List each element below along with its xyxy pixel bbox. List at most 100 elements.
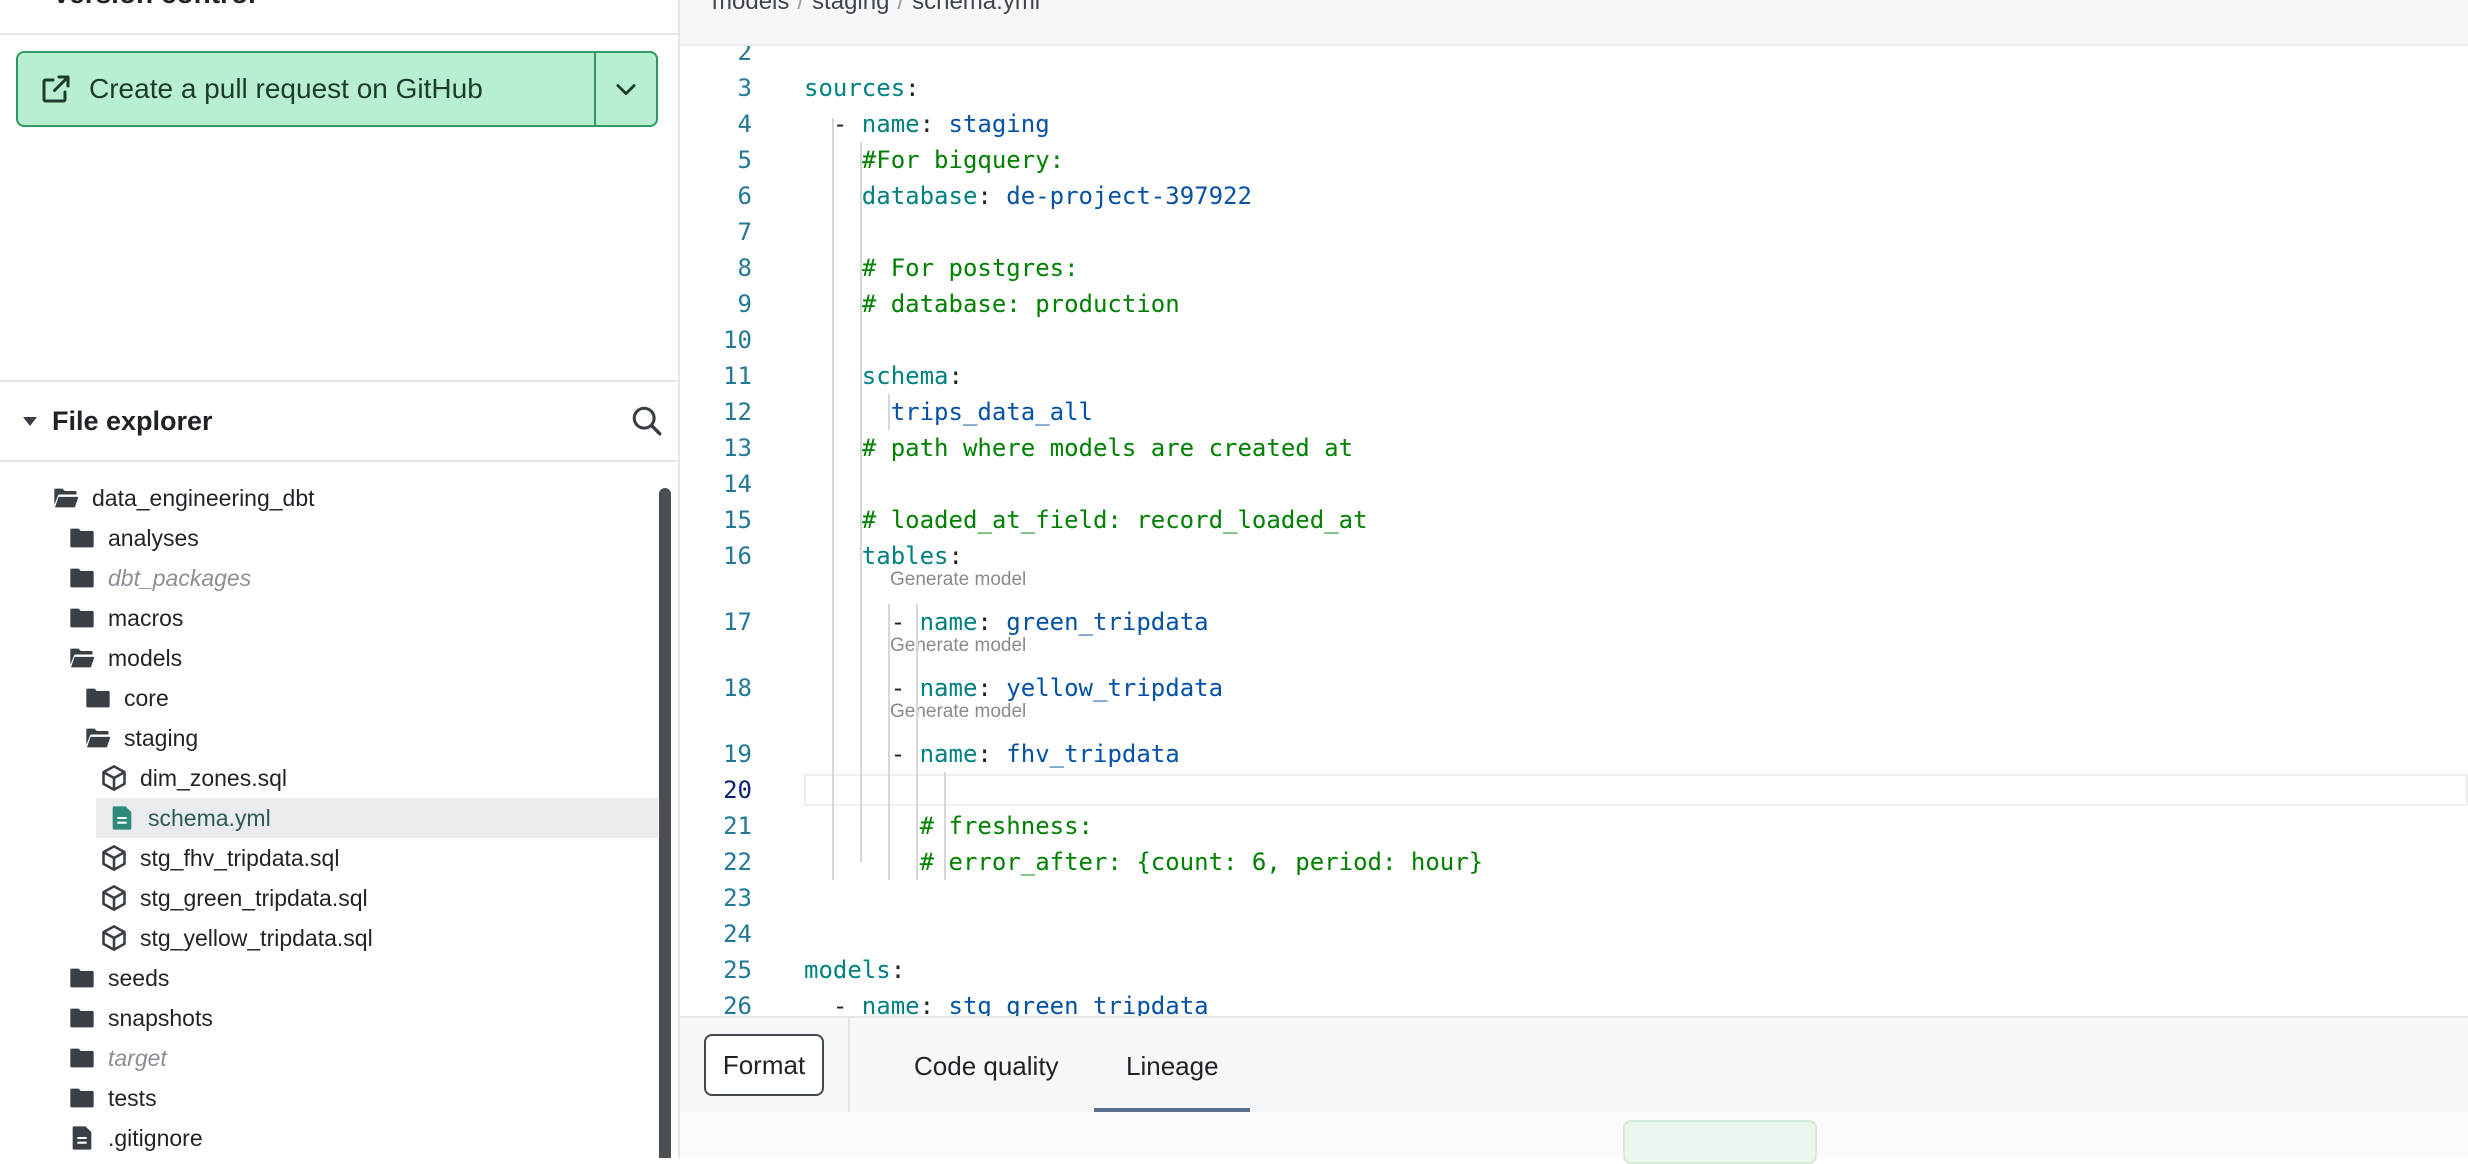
tree-item[interactable]: stg_green_tripdata.sql xyxy=(100,878,368,918)
code-line[interactable]: 5 #For bigquery: xyxy=(680,142,2468,178)
code-line[interactable]: 16 tables: xyxy=(680,538,2468,574)
code-line[interactable]: 21 # freshness: xyxy=(680,808,2468,844)
divider xyxy=(0,460,678,462)
breadcrumb-item[interactable]: schema.yml xyxy=(912,0,1041,15)
sidebar-scrollbar[interactable] xyxy=(659,488,671,1158)
tree-item[interactable]: macros xyxy=(68,598,183,638)
code-line[interactable]: 8 # For postgres: xyxy=(680,250,2468,286)
file-icon xyxy=(72,1126,92,1150)
code-line[interactable]: 10 xyxy=(680,322,2468,358)
code-line[interactable]: 14 xyxy=(680,466,2468,502)
tree-item[interactable]: .gitignore xyxy=(68,1118,203,1158)
line-number: 21 xyxy=(723,812,752,840)
code-line[interactable]: 18 - name: yellow_tripdata xyxy=(680,670,2468,706)
tree-item-label: snapshots xyxy=(108,1004,213,1031)
code-line[interactable]: 7 xyxy=(680,214,2468,250)
lineage-node[interactable] xyxy=(1623,1120,1817,1164)
tree-item-label: stg_fhv_tripdata.sql xyxy=(140,844,340,871)
breadcrumb-item[interactable]: models xyxy=(712,0,790,15)
code-line[interactable]: 4 - name: staging xyxy=(680,106,2468,142)
code-token: : xyxy=(919,992,949,1016)
tree-item[interactable]: dim_zones.sql xyxy=(100,758,287,798)
tree-item-label: models xyxy=(108,644,183,671)
indent-guide xyxy=(916,604,918,880)
code-line[interactable]: 23 xyxy=(680,880,2468,916)
line-number: 8 xyxy=(737,254,752,282)
code-text: - name: fhv_tripdata xyxy=(804,736,1180,772)
folder-icon xyxy=(70,968,94,988)
tree-item[interactable]: seeds xyxy=(68,958,169,998)
code-token: - xyxy=(890,674,906,702)
tree-item[interactable]: target xyxy=(68,1038,167,1078)
version-control-title: Version control xyxy=(52,0,256,10)
folder-icon xyxy=(70,1008,94,1028)
code-token: - xyxy=(832,110,848,138)
code-text: models: xyxy=(804,952,905,988)
tree-item[interactable]: data_engineering_dbt xyxy=(52,478,315,518)
code-token: green_tripdata xyxy=(1006,608,1209,636)
line-number: 15 xyxy=(723,506,752,534)
line-number: 4 xyxy=(737,110,752,138)
code-line[interactable]: 11 schema: xyxy=(680,358,2468,394)
code-text: # error_after: {count: 6, period: hour} xyxy=(804,844,1484,880)
line-number: 2 xyxy=(737,46,752,66)
code-line[interactable]: 9 # database: production xyxy=(680,286,2468,322)
code-token: name xyxy=(861,110,920,138)
generate-model-codelens[interactable]: Generate model xyxy=(890,569,1027,590)
line-number: 17 xyxy=(723,608,752,636)
tab-lineage[interactable]: Lineage xyxy=(1126,1050,1219,1081)
generate-model-codelens[interactable]: Generate model xyxy=(890,635,1027,656)
breadcrumb-item[interactable]: staging xyxy=(812,0,890,15)
pr-button-label: Create a pull request on GitHub xyxy=(89,73,483,104)
code-line[interactable]: 19 - name: fhv_tripdata xyxy=(680,736,2468,772)
code-line[interactable]: 26 - name: stg_green_tripdata xyxy=(680,988,2468,1016)
pr-dropdown-toggle[interactable] xyxy=(596,52,656,126)
code-token: : xyxy=(977,740,1007,768)
generate-model-codelens[interactable]: Generate model xyxy=(890,701,1027,722)
breadcrumb: models / staging / schema.yml xyxy=(680,0,2468,46)
line-number: 6 xyxy=(737,182,752,210)
code-text: schema: xyxy=(804,358,963,394)
line-number: 10 xyxy=(723,326,752,354)
code-line[interactable]: 2 xyxy=(680,46,2468,70)
caret-down-icon[interactable] xyxy=(20,411,40,431)
code-line[interactable]: 22 # error_after: {count: 6, period: hou… xyxy=(680,844,2468,880)
code-line[interactable]: 24 xyxy=(680,916,2468,952)
folder-icon xyxy=(70,608,94,628)
code-token: yellow_tripdata xyxy=(1006,674,1224,702)
tree-item[interactable]: stg_yellow_tripdata.sql xyxy=(100,918,373,958)
create-pull-request-button[interactable]: Create a pull request on GitHub xyxy=(16,51,658,127)
code-line[interactable]: 6 database: de-project-397922 xyxy=(680,178,2468,214)
format-button[interactable]: Format xyxy=(704,1034,824,1096)
code-token: # freshness: xyxy=(804,812,1093,840)
tree-item[interactable]: snapshots xyxy=(68,998,213,1038)
tree-item[interactable]: dbt_packages xyxy=(68,558,251,598)
search-icon[interactable] xyxy=(630,404,664,438)
tab-code-quality[interactable]: Code quality xyxy=(914,1050,1059,1081)
tree-item[interactable]: tests xyxy=(68,1078,157,1118)
tree-item[interactable]: models xyxy=(68,638,182,678)
tree-item-label: stg_green_tripdata.sql xyxy=(140,884,368,911)
tree-item[interactable]: analyses xyxy=(68,518,199,558)
code-token: sources xyxy=(804,74,906,102)
code-token: - xyxy=(890,740,906,768)
code-text: # database: production xyxy=(804,286,1180,322)
code-line[interactable]: 12 trips_data_all xyxy=(680,394,2468,430)
tree-item[interactable]: core xyxy=(84,678,169,718)
tree-item[interactable]: staging xyxy=(84,718,198,758)
code-line[interactable]: 17 - name: green_tripdata xyxy=(680,604,2468,640)
tree-item-label: macros xyxy=(108,604,184,631)
file-explorer-header[interactable]: File explorer xyxy=(0,382,678,460)
line-number: 7 xyxy=(737,218,752,246)
code-line[interactable]: 15 # loaded_at_field: record_loaded_at xyxy=(680,502,2468,538)
code-line[interactable]: 20 xyxy=(680,772,2468,808)
code-line[interactable]: 13 # path where models are created at xyxy=(680,430,2468,466)
tree-item[interactable]: schema.yml xyxy=(96,798,658,838)
breadcrumb-separator: / xyxy=(797,0,805,15)
tree-item[interactable]: stg_fhv_tripdata.sql xyxy=(100,838,339,878)
code-token: : xyxy=(905,74,920,102)
